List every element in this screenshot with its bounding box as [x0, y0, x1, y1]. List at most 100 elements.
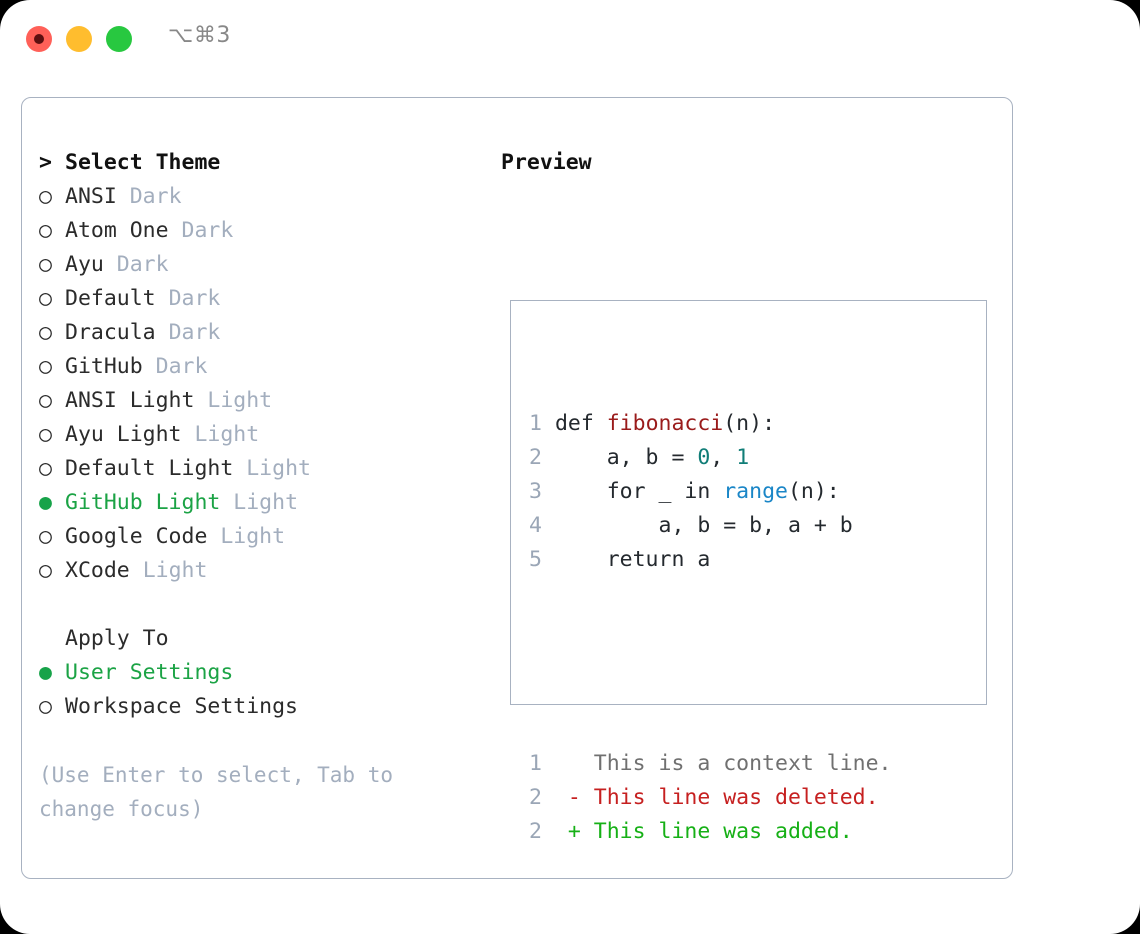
diff-line: 1 This is a context line. [528, 747, 892, 781]
keyboard-hint-text: (Use Enter to select, Tab to change focu… [39, 763, 406, 821]
code-line: 2 a, b = 0, 1 [528, 441, 892, 475]
radio-unselected-icon: ○ [39, 354, 52, 379]
code-token: return a [554, 547, 711, 572]
theme-list-item[interactable]: ○ Dracula Dark [39, 316, 479, 350]
radio-unselected-icon: ○ [39, 422, 52, 447]
apply-to-option-label: User Settings [65, 660, 234, 685]
theme-name: Ayu Light [65, 422, 182, 447]
theme-name: Atom One [65, 218, 169, 243]
theme-variant-badge: Dark [155, 354, 208, 379]
diff-text: This is a context line. [593, 751, 892, 776]
apply-to-label: Apply To [65, 626, 169, 651]
radio-unselected-icon: ○ [39, 524, 52, 549]
radio-unselected-icon: ○ [39, 456, 52, 481]
theme-list: ○ANSI Dark○Atom One Dark○Ayu Dark○Defaul… [39, 180, 479, 588]
theme-variant-badge: Light [207, 388, 273, 413]
theme-list-item[interactable]: ○ Ayu Dark [39, 248, 479, 282]
apply-to-option-label: Workspace Settings [65, 694, 298, 719]
line-number: 2 [529, 785, 542, 810]
theme-variant-badge: Light [220, 524, 286, 549]
code-line: 4 a, b = b, a + b [528, 509, 892, 543]
theme-name: Default [65, 286, 156, 311]
code-token: a, b = [554, 445, 698, 470]
theme-list-item[interactable]: ○ ANSI Light Light [39, 384, 479, 418]
preview-title: Preview [501, 150, 592, 175]
radio-unselected-icon: ○ [39, 286, 52, 311]
theme-list-item[interactable]: ○ XCode Light [39, 554, 479, 588]
code-token: 0 [697, 445, 711, 470]
line-number: 2 [529, 819, 542, 844]
heading-caret-icon: > [39, 150, 52, 175]
theme-name: GitHub Light [65, 490, 221, 515]
radio-unselected-icon: ○ [39, 558, 52, 583]
apply-to-options: ●User Settings○Workspace Settings [39, 656, 479, 724]
maximize-button[interactable] [106, 26, 132, 52]
close-button[interactable] [26, 26, 52, 52]
theme-variant-badge: Light [142, 558, 208, 583]
diff-text: This line was deleted. [593, 785, 879, 810]
code-line: 5 return a [528, 543, 892, 577]
preview-column: Preview [501, 146, 592, 180]
radio-unselected-icon: ○ [39, 388, 52, 413]
radio-selected-icon: ● [39, 490, 52, 515]
code-token: (n): [723, 411, 776, 436]
theme-name: ANSI [65, 184, 117, 209]
apply-to-option[interactable]: ●User Settings [39, 656, 479, 690]
theme-name: Dracula [65, 320, 156, 345]
line-number: 2 [529, 445, 542, 470]
theme-name: Google Code [65, 524, 208, 549]
theme-name: Default Light [65, 456, 234, 481]
diff-text: This line was added. [593, 819, 853, 844]
apply-to-option[interactable]: ○Workspace Settings [39, 690, 479, 724]
theme-name: XCode [65, 558, 130, 583]
theme-list-item[interactable]: ○ Atom One Dark [39, 214, 479, 248]
theme-selector-column: >Select Theme ○ANSI Dark○Atom One Dark○A… [39, 146, 479, 826]
code-token: def [554, 411, 607, 436]
code-token: range [723, 479, 788, 504]
theme-variant-badge: Dark [129, 184, 182, 209]
theme-list-item[interactable]: ○ Ayu Light Light [39, 418, 479, 452]
theme-list-item[interactable]: ○GitHub Dark [39, 350, 479, 384]
line-number: 5 [529, 547, 542, 572]
theme-name: Ayu [65, 252, 104, 277]
line-number: 1 [529, 751, 542, 776]
radio-unselected-icon: ○ [39, 218, 52, 243]
theme-list-item[interactable]: ○ANSI Dark [39, 180, 479, 214]
theme-variant-badge: Dark [116, 252, 169, 277]
theme-variant-badge: Light [233, 490, 299, 515]
code-token: 1 [736, 445, 750, 470]
code-token: , [710, 445, 737, 470]
radio-unselected-icon: ○ [39, 252, 52, 277]
theme-variant-badge: Dark [181, 218, 234, 243]
keyboard-shortcut-label: ⌥⌘3 [168, 23, 231, 48]
code-diff-gap [528, 645, 892, 679]
theme-list-item[interactable]: ○ Google Code Light [39, 520, 479, 554]
title-bar: ⌥⌘3 [0, 0, 1140, 76]
minimize-button[interactable] [66, 26, 92, 52]
diff-marker: - [567, 785, 594, 810]
theme-list-item[interactable]: ● GitHub Light Light [39, 486, 479, 520]
content-panel: >Select Theme ○ANSI Dark○Atom One Dark○A… [21, 97, 1013, 879]
theme-variant-badge: Light [246, 456, 311, 481]
recording-indicator-icon [34, 34, 44, 44]
hint-spacer [39, 724, 479, 758]
theme-list-item[interactable]: ○ Default Light Light [39, 452, 479, 486]
code-token: a, b = b, a + b [554, 513, 853, 538]
theme-name: ANSI Light [65, 388, 195, 413]
code-token: fibonacci [606, 411, 724, 436]
radio-unselected-icon: ○ [39, 320, 52, 345]
theme-variant-badge: Dark [168, 320, 221, 345]
diff-lines: 1 This is a context line. 2 - This line w… [528, 747, 892, 849]
theme-list-item[interactable]: ○Default Dark [39, 282, 479, 316]
select-theme-heading: >Select Theme [39, 146, 479, 180]
diff-marker [568, 751, 594, 776]
diff-line: 2 + This line was added. [528, 815, 892, 849]
diff-marker: + [567, 819, 594, 844]
line-number: 1 [529, 411, 542, 436]
code-token: for _ in [554, 479, 724, 504]
theme-variant-badge: Light [194, 422, 260, 447]
